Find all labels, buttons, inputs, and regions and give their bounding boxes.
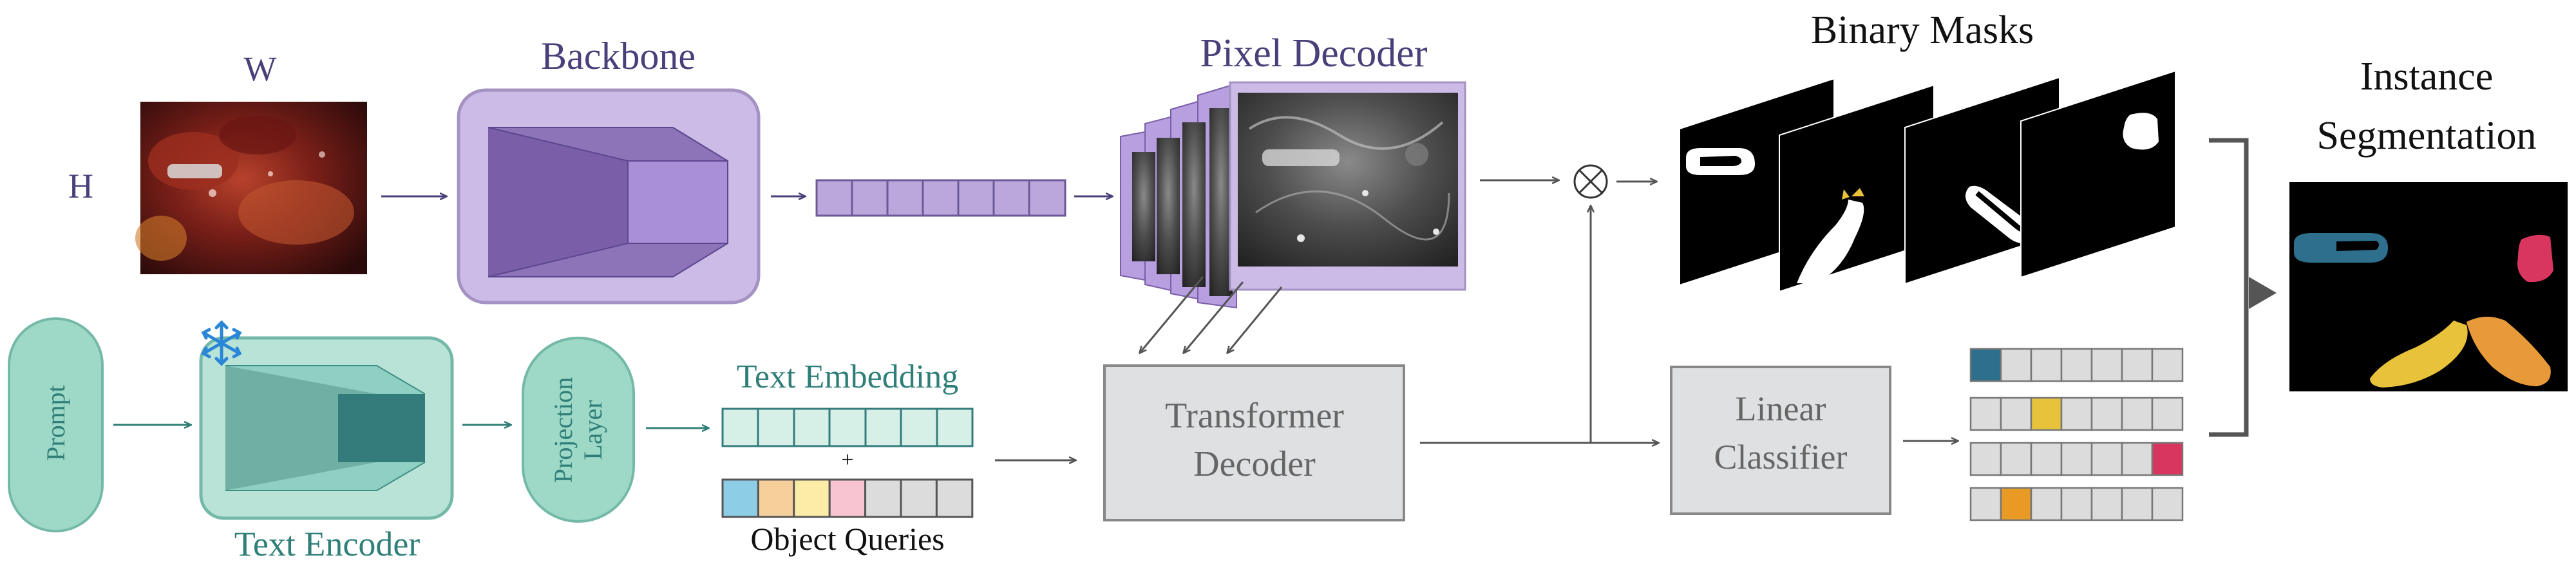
- query-cell: [721, 478, 759, 518]
- prompt-label: Prompt: [41, 385, 70, 461]
- combine-bracket: [2209, 138, 2277, 437]
- class-cell: [2030, 442, 2063, 476]
- query-cell: [935, 478, 974, 518]
- class-cell: [2030, 397, 2063, 431]
- pixel-decoder-label: Pixel Decoder: [1200, 32, 1428, 75]
- instance-segmentation-output: [2289, 182, 2568, 391]
- class-cell: [2030, 348, 2063, 382]
- projection-layer-block: [522, 337, 635, 523]
- class-cell: [2151, 397, 2184, 431]
- class-cell: [2090, 397, 2123, 431]
- image-width-label: W: [243, 50, 277, 88]
- image-height-label: H: [68, 167, 93, 205]
- linear-classifier-label-line1: Linear: [1735, 389, 1826, 428]
- class-cell: [2030, 487, 2063, 521]
- arrow-pd-to-td-2: [1184, 281, 1244, 353]
- class-cell: [2121, 487, 2154, 521]
- class-cell: [2000, 348, 2032, 382]
- class-cell: [2151, 442, 2184, 476]
- projection-label-line2: Layer: [578, 400, 607, 460]
- transformer-decoder-block: [1103, 364, 1405, 521]
- instance-mask: [2370, 321, 2468, 388]
- class-cell: [2121, 348, 2154, 382]
- object-queries-label: Object Queries: [750, 521, 945, 557]
- query-cell: [900, 478, 938, 518]
- text-encoder-block: [199, 336, 454, 520]
- query-cell: [864, 478, 902, 518]
- query-cell: [828, 478, 867, 518]
- class-cell: [2090, 442, 2123, 476]
- text-embedding-vector: [721, 407, 974, 447]
- class-cell: [2151, 348, 2184, 382]
- feature-vector: [815, 179, 1066, 217]
- binary-masks-label: Binary Masks: [1810, 8, 2034, 52]
- transformer-decoder-label-line1: Transformer: [1165, 396, 1344, 436]
- query-cell: [793, 478, 831, 518]
- class-cell: [2060, 397, 2093, 431]
- class-cell: [2090, 348, 2123, 382]
- class-cell: [2090, 487, 2123, 521]
- projection-layer-label: Projection Layer: [549, 346, 608, 514]
- backbone-label: Backbone: [541, 35, 696, 77]
- class-cell: [2060, 348, 2093, 382]
- otimes-icon: [1573, 164, 1608, 199]
- class-cell: [1969, 397, 2002, 431]
- class-cell: [1969, 442, 2002, 476]
- input-image: [135, 102, 367, 274]
- class-cell: [2000, 487, 2032, 521]
- prompt-block: [8, 317, 104, 532]
- class-cell: [1969, 487, 2002, 521]
- class-cell: [2060, 442, 2093, 476]
- arrow-pd-to-td-3: [1227, 286, 1283, 353]
- text-embedding-label: Text Embedding: [736, 359, 959, 395]
- class-cell: [2151, 487, 2184, 521]
- binary-masks-stack: [1679, 70, 2176, 293]
- text-encoder-label: Text Encoder: [234, 525, 421, 563]
- instance-mask: [2467, 316, 2551, 386]
- class-cell: [2000, 442, 2032, 476]
- class-cell: [2060, 487, 2093, 521]
- instance-mask: [2517, 234, 2553, 283]
- pixel-decoder-stack: [1120, 81, 1466, 309]
- object-queries-vector: [721, 478, 974, 518]
- linear-classifier-label-line2: Classifier: [1714, 438, 1848, 476]
- plus-label: +: [841, 448, 854, 472]
- snowflake-icon: [201, 320, 242, 366]
- class-cell: [2121, 442, 2154, 476]
- class-cell: [2121, 397, 2154, 431]
- projection-label-line1: Projection: [549, 377, 578, 483]
- instance-segmentation-label-line1: Instance: [2360, 55, 2494, 98]
- class-cell: [2000, 397, 2032, 431]
- linear-classifier-block: [1670, 366, 1891, 515]
- transformer-decoder-label-line2: Decoder: [1193, 444, 1316, 484]
- backbone-block: [457, 88, 761, 304]
- query-cell: [757, 478, 795, 518]
- class-prediction-grid: [1969, 348, 2184, 521]
- instance-segmentation-label-line2: Segmentation: [2316, 114, 2537, 158]
- arrow-pd-to-td-1: [1140, 276, 1204, 353]
- class-cell: [1969, 348, 2002, 382]
